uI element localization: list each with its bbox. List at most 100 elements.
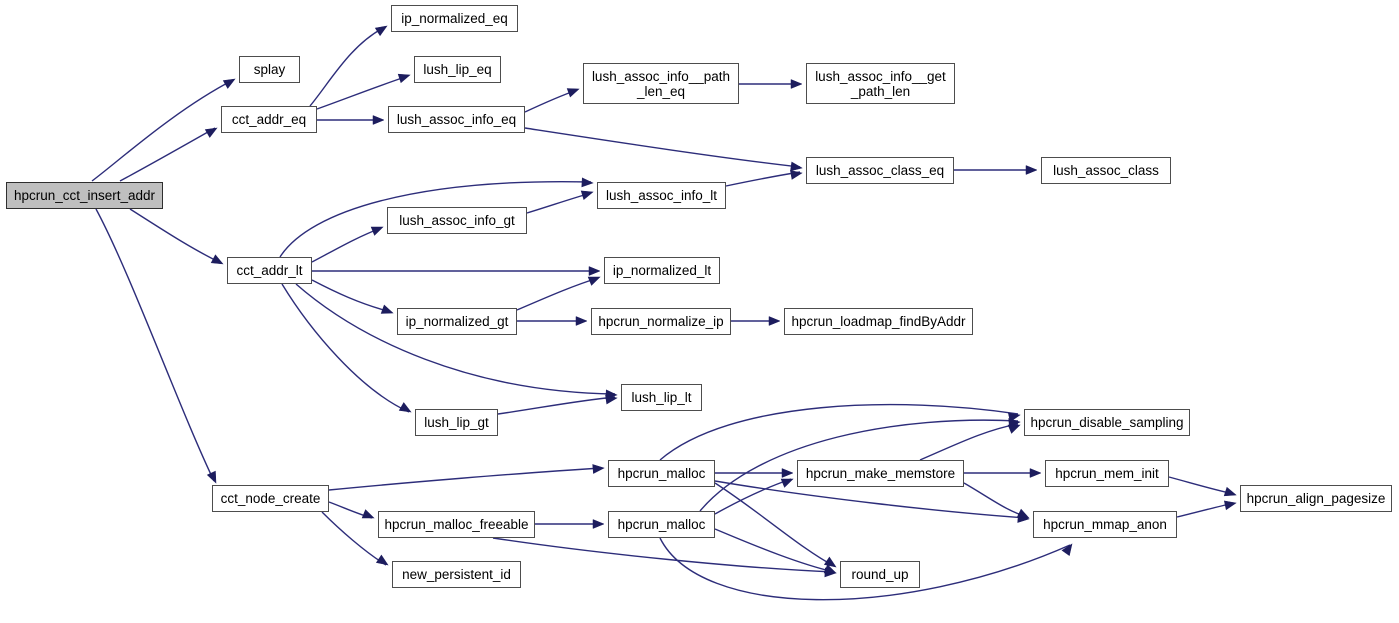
graph-node-lush_lip_eq[interactable]: lush_lip_eq bbox=[414, 56, 501, 83]
graph-edge-arrowhead bbox=[605, 389, 618, 400]
graph-edge-arrowhead bbox=[1007, 412, 1021, 423]
graph-edge-arrowhead bbox=[372, 115, 385, 125]
graph-node-label: hpcrun_malloc bbox=[617, 466, 706, 481]
graph-edge-cct_addr_lt-to-lush_assoc_info_gt bbox=[311, 227, 382, 263]
graph-edge-arrowhead bbox=[592, 464, 605, 474]
graph-edge-arrowhead bbox=[1029, 468, 1042, 478]
graph-edge-arrowhead bbox=[768, 316, 781, 326]
graph-edge-arrowhead bbox=[1007, 424, 1021, 434]
graph-edge-arrowhead bbox=[1025, 165, 1038, 175]
graph-node-hpcrun_malloc_2[interactable]: hpcrun_malloc bbox=[608, 511, 715, 538]
graph-node-lush_lip_lt[interactable]: lush_lip_lt bbox=[621, 384, 702, 411]
graph-node-label: lush_assoc_info_lt bbox=[605, 188, 718, 203]
graph-edge-arrowhead bbox=[398, 402, 412, 413]
graph-edge-cct_node_create-to-hpcrun_malloc_1 bbox=[328, 467, 603, 491]
graph-edge-hpcrun_mmap_anon-to-hpcrun_align_pagesize bbox=[1176, 502, 1235, 518]
graph-node-ip_normalized_lt[interactable]: ip_normalized_lt bbox=[604, 257, 720, 284]
graph-edge-arrowhead bbox=[1016, 508, 1030, 519]
graph-edge-lush_assoc_info_eq-to-lush_assoc_info__path_len_eq bbox=[524, 89, 578, 113]
graph-node-new_persistent_id[interactable]: new_persistent_id bbox=[392, 561, 521, 588]
graph-edge-arrowhead bbox=[592, 519, 605, 529]
graph-node-label: hpcrun_normalize_ip bbox=[598, 314, 724, 329]
graph-node-label: round_up bbox=[851, 567, 909, 582]
graph-node-round_up[interactable]: round_up bbox=[840, 561, 920, 588]
graph-node-label: lush_lip_eq bbox=[423, 62, 492, 77]
graph-node-hpcrun_malloc_1[interactable]: hpcrun_malloc bbox=[608, 460, 715, 487]
graph-edge-hpcrun_cct_insert_addr-to-cct_addr_lt bbox=[129, 208, 222, 264]
graph-edge-arrowhead bbox=[824, 567, 837, 578]
graph-node-cct_addr_eq[interactable]: cct_addr_eq bbox=[221, 106, 317, 133]
graph-node-ip_normalized_gt[interactable]: ip_normalized_gt bbox=[397, 308, 517, 335]
graph-node-hpcrun_mem_init[interactable]: hpcrun_mem_init bbox=[1045, 460, 1169, 487]
graph-node-hpcrun_align_pagesize[interactable]: hpcrun_align_pagesize bbox=[1240, 485, 1392, 512]
graph-node-hpcrun_loadmap_findByAddr[interactable]: hpcrun_loadmap_findByAddr bbox=[784, 308, 973, 335]
graph-edge-arrowhead bbox=[790, 170, 803, 180]
graph-edge-cct_addr_lt-to-lush_lip_gt bbox=[281, 283, 410, 413]
graph-edge-arrowhead bbox=[823, 556, 837, 568]
graph-node-lush_assoc_info__get_path_len[interactable]: lush_assoc_info__get _path_len bbox=[806, 63, 955, 104]
graph-node-label: hpcrun_align_pagesize bbox=[1246, 491, 1386, 506]
graph-edge-arrowhead bbox=[361, 509, 375, 519]
graph-edge-cct_node_create-to-hpcrun_malloc_freeable bbox=[328, 501, 373, 519]
graph-edge-hpcrun_cct_insert_addr-to-cct_addr_eq bbox=[119, 127, 216, 182]
graph-edge-arrowhead bbox=[380, 304, 394, 314]
graph-edge-arrowhead bbox=[823, 564, 837, 574]
graph-edge-hpcrun_cct_insert_addr-to-cct_node_create bbox=[95, 208, 215, 482]
graph-edge-lush_assoc_info_gt-to-lush_assoc_info_lt bbox=[526, 192, 592, 214]
graph-node-splay[interactable]: splay bbox=[239, 56, 300, 83]
graph-edge-arrowhead bbox=[1061, 543, 1073, 557]
graph-node-label: lush_assoc_info__get _path_len bbox=[815, 68, 946, 99]
graph-node-cct_addr_lt[interactable]: cct_addr_lt bbox=[227, 257, 312, 284]
graph-node-hpcrun_disable_sampling[interactable]: hpcrun_disable_sampling bbox=[1024, 409, 1190, 436]
graph-edge-hpcrun_cct_insert_addr-to-splay bbox=[91, 79, 234, 182]
graph-edge-lush_lip_gt-to-lush_lip_lt bbox=[497, 396, 616, 415]
graph-edge-hpcrun_mem_init-to-hpcrun_align_pagesize bbox=[1168, 476, 1235, 495]
graph-edge-hpcrun_make_memstore-to-hpcrun_mmap_anon bbox=[963, 482, 1028, 518]
graph-edge-arrowhead bbox=[790, 79, 803, 89]
graph-edge-arrowhead bbox=[1223, 500, 1237, 511]
graph-node-hpcrun_malloc_freeable[interactable]: hpcrun_malloc_freeable bbox=[378, 511, 535, 538]
graph-edge-lush_assoc_info_eq-to-lush_assoc_class_eq bbox=[524, 127, 801, 168]
graph-node-lush_lip_gt[interactable]: lush_lip_gt bbox=[415, 409, 498, 436]
graph-node-ip_normalized_eq[interactable]: ip_normalized_eq bbox=[391, 5, 518, 32]
graph-edge-arrowhead bbox=[222, 78, 236, 89]
graph-node-lush_assoc_info__path_len_eq[interactable]: lush_assoc_info__path _len_eq bbox=[583, 63, 739, 104]
graph-node-hpcrun_make_memstore[interactable]: hpcrun_make_memstore bbox=[797, 460, 964, 487]
graph-edge-hpcrun_malloc_2-to-hpcrun_make_memstore bbox=[714, 478, 792, 515]
graph-node-label: hpcrun_mem_init bbox=[1055, 466, 1159, 481]
graph-node-label: hpcrun_mmap_anon bbox=[1043, 517, 1167, 532]
graph-node-label: lush_assoc_class bbox=[1053, 163, 1159, 178]
graph-node-label: cct_addr_eq bbox=[231, 112, 307, 127]
graph-node-label: hpcrun_disable_sampling bbox=[1030, 415, 1184, 430]
graph-node-label: lush_assoc_info_gt bbox=[399, 213, 515, 228]
graph-edge-cct_addr_eq-to-ip_normalized_eq bbox=[309, 26, 386, 107]
graph-edge-hpcrun_make_memstore-to-hpcrun_disable_sampling bbox=[919, 423, 1019, 461]
graph-node-lush_assoc_class[interactable]: lush_assoc_class bbox=[1041, 157, 1171, 184]
graph-edge-cct_addr_eq-to-lush_lip_eq bbox=[316, 75, 409, 110]
graph-node-cct_node_create[interactable]: cct_node_create bbox=[212, 485, 329, 512]
graph-edge-arrowhead bbox=[210, 254, 224, 265]
graph-node-lush_assoc_info_eq[interactable]: lush_assoc_info_eq bbox=[388, 106, 525, 133]
graph-node-lush_assoc_info_lt[interactable]: lush_assoc_info_lt bbox=[597, 182, 726, 209]
graph-edge-hpcrun_malloc_freeable-to-round_up bbox=[492, 537, 835, 573]
graph-node-hpcrun_normalize_ip[interactable]: hpcrun_normalize_ip bbox=[591, 308, 731, 335]
graph-node-label: cct_node_create bbox=[220, 491, 321, 506]
graph-node-label: hpcrun_malloc bbox=[617, 517, 706, 532]
graph-node-hpcrun_mmap_anon[interactable]: hpcrun_mmap_anon bbox=[1033, 511, 1177, 538]
graph-edge-arrowhead bbox=[1223, 486, 1237, 497]
graph-edge-arrowhead bbox=[780, 478, 794, 488]
graph-edge-arrowhead bbox=[1017, 513, 1030, 523]
graph-node-label: lush_lip_gt bbox=[424, 415, 489, 430]
graph-node-label: ip_normalized_lt bbox=[612, 263, 712, 278]
graph-edge-arrowhead bbox=[580, 190, 594, 200]
graph-node-label: hpcrun_make_memstore bbox=[805, 466, 956, 481]
graph-node-lush_assoc_class_eq[interactable]: lush_assoc_class_eq bbox=[806, 157, 954, 184]
graph-edge-arrowhead bbox=[370, 226, 384, 236]
graph-node-lush_assoc_info_gt[interactable]: lush_assoc_info_gt bbox=[387, 207, 527, 234]
graph-edge-lush_assoc_info_lt-to-lush_assoc_class_eq bbox=[725, 171, 801, 187]
graph-node-hpcrun_cct_insert_addr[interactable]: hpcrun_cct_insert_addr bbox=[6, 182, 163, 209]
graph-node-label: cct_addr_lt bbox=[236, 263, 303, 278]
graph-node-label: hpcrun_loadmap_findByAddr bbox=[791, 314, 966, 329]
graph-node-label: ip_normalized_gt bbox=[405, 314, 509, 329]
